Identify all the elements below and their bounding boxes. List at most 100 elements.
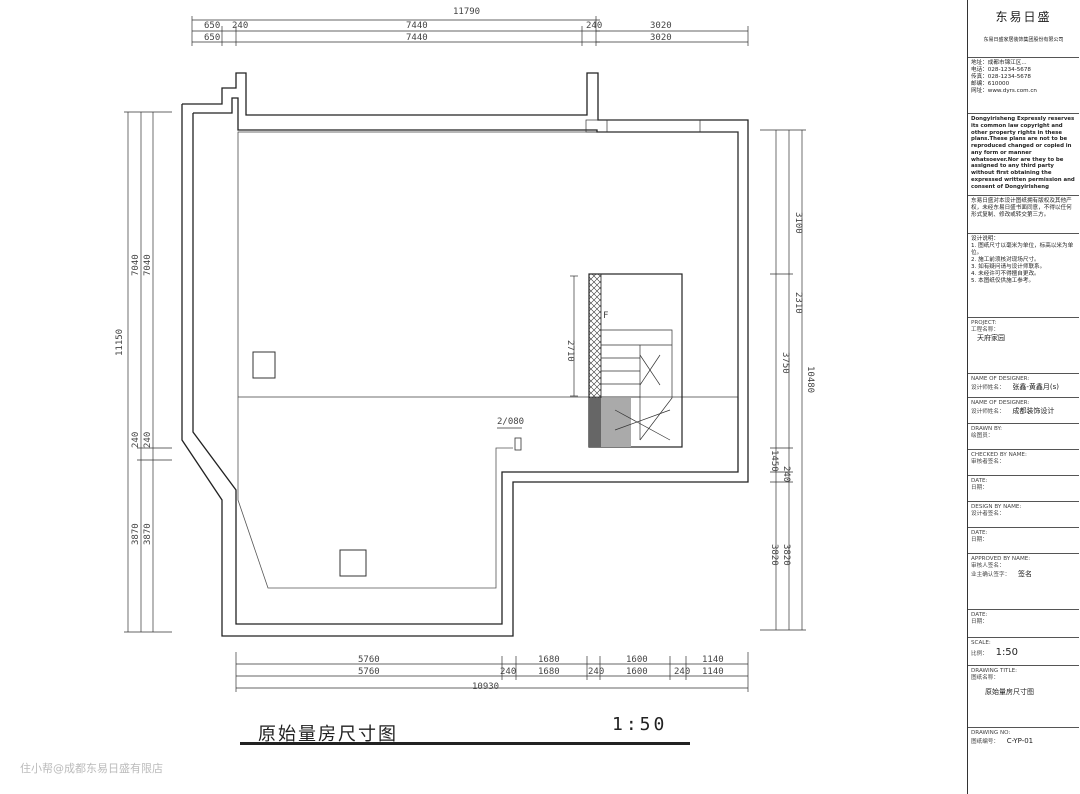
brand-subtitle: 东易日盛家居装饰集团股份有限公司 (983, 37, 1064, 43)
field-scale: SCALE: 比例： 1:50 (968, 638, 1079, 666)
dim-top-650b: 650 (204, 33, 220, 43)
field-label: 绘图员： (971, 432, 994, 439)
field-label: DRAWING TITLE: (971, 668, 1017, 674)
field-approved: APPROVED BY NAME: 审核人签名： 业主确认签字： 签名 (968, 554, 1079, 610)
info-line: 邮编：610000 (971, 80, 1010, 87)
floor-plan-drawing: 11790 650 240 7440 240 3020 650 7440 302… (115, 7, 815, 692)
dim-top-240b: 240 (586, 21, 602, 31)
company-info: 地址：成都市锦江区... 电话：028-1234-5678 传真：028-123… (968, 58, 1079, 114)
dim-left-7040b: 7040 (143, 254, 153, 276)
field-label: 审核人签名： (971, 562, 1005, 569)
dim-bot-240a: 240 (500, 667, 516, 677)
field-label: 设计者签名： (971, 510, 1005, 517)
dim-right-3750: 3750 (780, 352, 790, 374)
dim-right-total: 10480 (805, 366, 815, 393)
field-label: DATE: (971, 612, 988, 618)
dim-right-3820a: 3820 (769, 544, 779, 566)
dim-top-3020: 3020 (650, 21, 672, 31)
left-dimensions: 11150 7040 7040 240 240 3870 3870 (115, 111, 172, 633)
dim-stair: 2710 (565, 340, 575, 362)
dim-top-240a: 240 (232, 21, 248, 31)
field-drawing-no: DRAWING NO: 图纸编号： C-YP-01 (968, 728, 1079, 768)
brand-cell: 东易日盛 东易日盛家居装饰集团股份有限公司 (968, 0, 1079, 58)
field-value: 1:50 (995, 646, 1019, 658)
watermark: 住小帮@成都东易日盛有限店 (20, 762, 163, 775)
dim-bot-1680b: 1680 (538, 667, 560, 677)
info-line: 电话：028-1234-5678 (971, 66, 1031, 73)
dim-bot-1600a: 1600 (626, 655, 648, 665)
dim-right-2310: 2310 (793, 292, 803, 314)
dim-bot-240b: 240 (588, 667, 604, 677)
bottom-dimensions: 5760 1680 1600 1140 5760 240 1680 240 16… (235, 652, 749, 692)
field-value: 成都装饰设计 (1012, 406, 1055, 415)
dim-top-total: 11790 (453, 7, 480, 17)
field-label: PROJECT: (971, 320, 997, 326)
field-label: 工程名称： (971, 326, 999, 333)
dim-right-3820b: 3820 (781, 544, 791, 566)
dim-top-650: 650 (204, 21, 220, 31)
dim-left-3870b: 3870 (143, 523, 153, 545)
dim-door: 2/080 (497, 417, 524, 427)
field-label: 日期： (971, 484, 988, 491)
dim-top-3020b: 3020 (650, 33, 672, 43)
brand-logo: 东易日盛 (995, 10, 1052, 24)
field-value: 原始量房尺寸图 (985, 687, 1034, 696)
field-label: DRAWN BY: (971, 426, 1003, 432)
dim-bot-1680a: 1680 (538, 655, 560, 665)
field-designer: NAME OF DESIGNER: 设计师姓名： 张鑫-黄鑫月(s) (968, 374, 1079, 398)
field-label: NAME OF DESIGNER: (971, 400, 1030, 406)
field-value: 天府家园 (977, 333, 1005, 342)
field-label: 日期： (971, 618, 988, 625)
field-design-by: DESIGN BY NAME: 设计者签名： (968, 502, 1079, 528)
dim-bot-5760a: 5760 (358, 655, 380, 665)
field-date-2: DATE: 日期： (968, 528, 1079, 554)
right-dimensions: 3100 2310 3750 10480 1450 240 3820 3820 (760, 129, 815, 631)
copyright-notice-cn: 东易日盛对本设计图纸拥有版权及其他产权，未经东易日盛书面同意，不得以任何形式复制… (968, 196, 1079, 234)
field-drawn-by: DRAWN BY: 绘图员： (968, 424, 1079, 450)
plan-title: 原始量房尺寸图 (258, 724, 398, 745)
dim-left-240b: 240 (143, 432, 153, 448)
dim-left-240a: 240 (131, 432, 141, 448)
door-marker: 2/080 (497, 417, 524, 451)
stair-mark: F (603, 311, 608, 321)
field-label: 图纸编号： (971, 738, 999, 745)
design-note: 5. 本图纸仅供施工参考。 (971, 277, 1035, 284)
info-line: 地址：成都市锦江区... (971, 60, 1027, 66)
field-label: APPROVED BY NAME: (971, 556, 1031, 562)
field-date-3: DATE: 日期： (968, 610, 1079, 638)
field-label: 图纸名称： (971, 674, 999, 681)
dim-bot-5760b: 5760 (358, 667, 380, 677)
info-line: 网址：www.dyrs.com.cn (971, 87, 1037, 94)
field-date-1: DATE: 日期： (968, 476, 1079, 502)
design-note: 4. 未经许可不得擅自更改。 (971, 270, 1040, 277)
dim-bot-240c: 240 (674, 667, 690, 677)
dim-bot-1140a: 1140 (702, 655, 724, 665)
field-project: PROJECT: 工程名称： 天府家园 (968, 318, 1079, 374)
dim-top-7440b: 7440 (406, 33, 428, 43)
dim-bot-total: 10930 (472, 682, 499, 692)
design-notes: 设计说明： 1. 图纸尺寸以毫米为单位，标高以米为单位。 2. 施工前须核对现场… (968, 234, 1079, 318)
dim-right-1450: 1450 (769, 450, 779, 472)
field-label: DESIGN BY NAME: (971, 504, 1022, 510)
field-label: 业主确认签字： (971, 571, 1011, 578)
field-label: CHECKED BY NAME: (971, 452, 1027, 458)
signature: 签名 (1017, 569, 1032, 578)
field-checked-by: CHECKED BY NAME: 审核者签名： (968, 450, 1079, 476)
field-designer-2: NAME OF DESIGNER: 设计师姓名： 成都装饰设计 (968, 398, 1079, 424)
dim-bot-1140b: 1140 (702, 667, 724, 677)
field-label: DATE: (971, 478, 988, 484)
design-note: 3. 如有疑问请与设计师联系。 (971, 263, 1046, 270)
title-block: 东易日盛 东易日盛家居装饰集团股份有限公司 地址：成都市锦江区... 电话：02… (967, 0, 1079, 794)
title-underline (240, 742, 690, 745)
copyright-notice: Dongyirisheng Expressly reserves its com… (968, 114, 1079, 196)
dim-right-240: 240 (781, 466, 791, 482)
column-lower (339, 549, 367, 577)
dim-top-7440: 7440 (406, 21, 428, 31)
dim-left-total: 11150 (115, 329, 125, 356)
info-line: 传真：028-1234-5678 (971, 73, 1031, 80)
field-label: SCALE: (971, 640, 991, 646)
field-label: 设计师姓名： (971, 408, 1005, 415)
field-label: 日期： (971, 536, 988, 543)
dim-bot-1600b: 1600 (626, 667, 648, 677)
field-label: 审核者签名： (971, 458, 1005, 465)
